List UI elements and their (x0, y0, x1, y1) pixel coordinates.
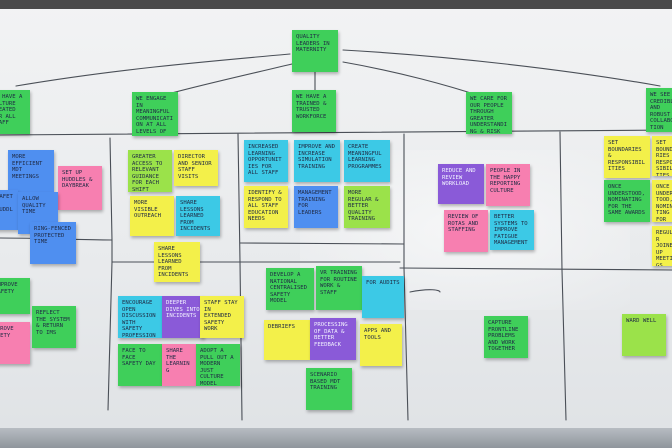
sticky-note-i2: Ward well (622, 314, 666, 356)
sticky-note-f2: Reflect the system & return to ims (32, 306, 76, 348)
goal-note-4: We care for our people through greater u… (466, 92, 512, 134)
sticky-note-b5: Share lessons learned from incidents (154, 242, 200, 282)
sticky-note-f1: Improve safety (0, 278, 30, 314)
sticky-note-e1b: Set boundaries & responsibilities (652, 136, 672, 176)
sticky-note-g3: Staff stay in extended safety work (200, 296, 244, 338)
goal-note-1: We have a culture created for all staff (0, 90, 30, 134)
sticky-note-a5: Ring-fenced protected time (30, 222, 76, 264)
sticky-note-g5: Share the learning (162, 344, 196, 386)
sticky-note-d3: Review of rotas and staffing (444, 210, 488, 252)
branch-line-5 (342, 49, 661, 87)
sticky-note-i1: Capture frontline problems and work toge… (484, 316, 528, 358)
grid-line-mid-4 (239, 242, 405, 245)
sticky-note-c5: Management training for leaders (294, 186, 338, 228)
sticky-note-h6: Apps and tools (360, 324, 402, 366)
sticky-note-b3: More visible outreach (130, 196, 174, 236)
grid-line-v-2 (237, 133, 243, 421)
branch-line-1 (15, 53, 291, 87)
grid-line-v-5 (409, 289, 441, 293)
sticky-note-a3: Safety huddle (0, 190, 18, 230)
sticky-note-h5: Processing of data & better feedback (310, 318, 356, 360)
sticky-note-c4: Identify & respond to all staff educatio… (244, 186, 288, 228)
grid-line-top (0, 129, 672, 136)
sticky-note-h1: Develop a national centralised safety mo… (266, 268, 314, 310)
grid-line-v-1 (107, 137, 113, 411)
sticky-note-c6: More regular & better quality training (344, 186, 390, 228)
sticky-note-f1b: Improve safety (0, 322, 30, 364)
sticky-note-b2: Director and senior staff visits (174, 150, 218, 186)
sticky-note-c1: Increased learning opportunities for all… (244, 140, 288, 182)
branch-line-4 (342, 61, 481, 97)
grid-line-v-3 (403, 133, 409, 421)
grid-line-v-4 (559, 131, 567, 421)
sticky-note-g4: Face to face safety day (118, 344, 162, 386)
sticky-note-e2b: Once understood, nominating for the same… (652, 180, 672, 222)
goal-note-5: We see credible and robust collaboration (646, 88, 672, 132)
sticky-note-h7: Scenario based MDT training (306, 368, 352, 410)
sticky-note-b4: Share lessons learned from incidents (176, 196, 220, 236)
sticky-note-c2: Improve and increase simulation training (294, 140, 340, 182)
sticky-note-h2: VR training for routine work & staff (316, 266, 362, 310)
sticky-note-a1: More efficient MDT meetings (8, 150, 54, 192)
sticky-note-g2: Deeper dives into incidents (162, 296, 204, 338)
sticky-note-a2: Set up huddles & daybreak (58, 166, 102, 210)
sticky-note-d1: Reduce and review workload (438, 164, 484, 204)
goal-note-3: We have a trained & trusted workforce (292, 90, 336, 132)
sticky-note-e1: Set boundaries & responsibilities (604, 136, 650, 178)
sticky-note-b1: Greater access to relevant guidance for … (128, 150, 172, 192)
sticky-note-e2: Once understood, nominating for the same… (604, 180, 650, 222)
sticky-note-d2: People in the happy reporting culture (486, 164, 530, 206)
branch-line-2 (167, 63, 293, 95)
sticky-note-e3: Regular joined up meetings (652, 226, 672, 266)
sticky-note-h3: For audits (362, 276, 404, 318)
sticky-note-g6: Adopt a pull out a modern just culture m… (196, 344, 240, 386)
sticky-note-c3: Create meaningful learning programmes (344, 140, 390, 182)
root-note: Quality leaders in maternity (292, 30, 338, 72)
grid-line-mid-3 (399, 267, 672, 271)
sticky-note-h4: Debriefs (264, 320, 310, 360)
goal-note-2: We engage in meaningful communication at… (132, 92, 178, 136)
sticky-note-g1: Encourage open discussion with safety pr… (118, 296, 162, 338)
sticky-note-d4: Better systems to improve fatigue manage… (490, 210, 534, 250)
